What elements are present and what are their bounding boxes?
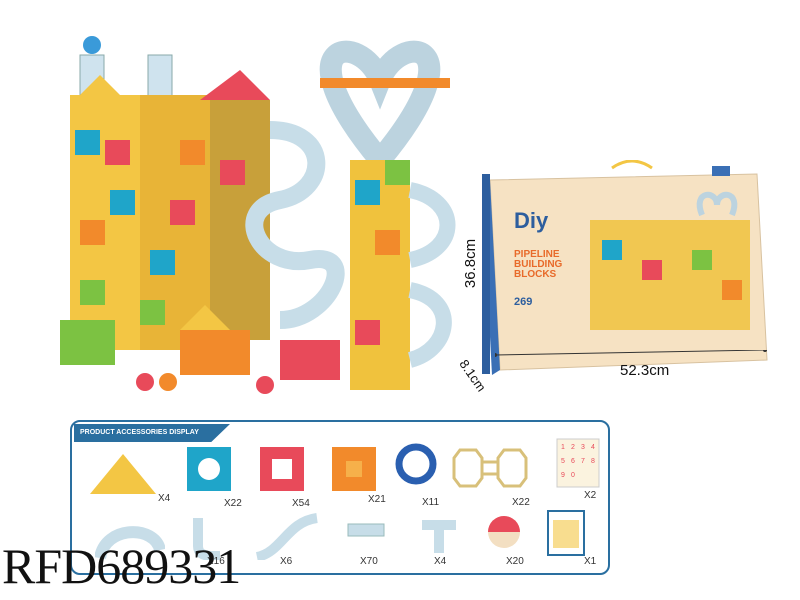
qty-ball: X20 <box>506 556 524 567</box>
qty-long-tube: X6 <box>280 556 293 567</box>
t-junction-tube-icon <box>422 520 456 553</box>
straight-tube-icon <box>347 523 385 537</box>
red-square-piece-icon <box>260 447 304 491</box>
marble-run-build-illustration <box>60 36 456 394</box>
svg-text:3: 3 <box>581 444 585 451</box>
product-code: RFD689331 <box>2 538 241 594</box>
ring-piece-icon <box>395 443 437 485</box>
qty-straight-tube: X70 <box>360 556 378 567</box>
dimension-lines <box>495 350 767 357</box>
qty-number-sticker-sheet: X2 <box>584 490 597 501</box>
ball-icon <box>488 516 520 548</box>
blue-square-piece-icon <box>187 447 231 491</box>
svg-text:4: 4 <box>591 444 595 451</box>
triangle-piece-icon <box>90 454 156 494</box>
svg-text:1: 1 <box>561 444 565 451</box>
dimension-width: 52.3cm <box>620 362 670 379</box>
svg-text:9: 9 <box>561 472 565 479</box>
box-title: PIPELINE BUILDING BLOCKS <box>514 250 562 280</box>
curved-tube-icon <box>95 526 165 560</box>
elbow-tube-icon <box>193 518 220 560</box>
svg-text:0: 0 <box>571 472 575 479</box>
svg-text:7: 7 <box>581 458 585 465</box>
qty-triangle-piece: X4 <box>158 493 171 504</box>
orange-square-piece-icon <box>332 447 376 491</box>
svg-text:6: 6 <box>571 458 575 465</box>
qty-orange-square-piece: X21 <box>368 494 386 505</box>
product-box: Diy PIPELINE BUILDING BLOCKS 269 <box>472 159 772 390</box>
box-title-line-1: PIPELINE <box>514 249 560 260</box>
dimension-height: 36.8cm <box>462 238 480 289</box>
qty-instruction-booklet: X1 <box>584 556 597 567</box>
qty-elbow-tube: X16 <box>207 556 225 567</box>
qty-t-junction-tube: X4 <box>434 556 447 567</box>
box-title-line-2: BUILDING <box>514 259 563 270</box>
svg-text:5: 5 <box>561 458 565 465</box>
instruction-booklet-icon <box>547 510 585 556</box>
svg-text:2: 2 <box>571 444 575 451</box>
qty-red-square-piece: X54 <box>292 498 310 509</box>
svg-text:8: 8 <box>591 458 595 465</box>
long-tube-icon <box>255 513 319 560</box>
accessories-panel-title: PRODUCT ACCESSORIES DISPLAY <box>74 424 230 442</box>
octagon-connector-icon <box>452 448 528 488</box>
qty-octagon-connector: X22 <box>512 497 530 508</box>
box-logo: Diy <box>514 208 549 233</box>
qty-blue-square-piece: X22 <box>224 498 242 509</box>
box-title-line-3: BLOCKS <box>514 269 557 280</box>
box-piece-count: 269 <box>514 296 533 308</box>
box-illustration <box>482 159 768 375</box>
qty-ring-piece: X11 <box>422 497 440 508</box>
